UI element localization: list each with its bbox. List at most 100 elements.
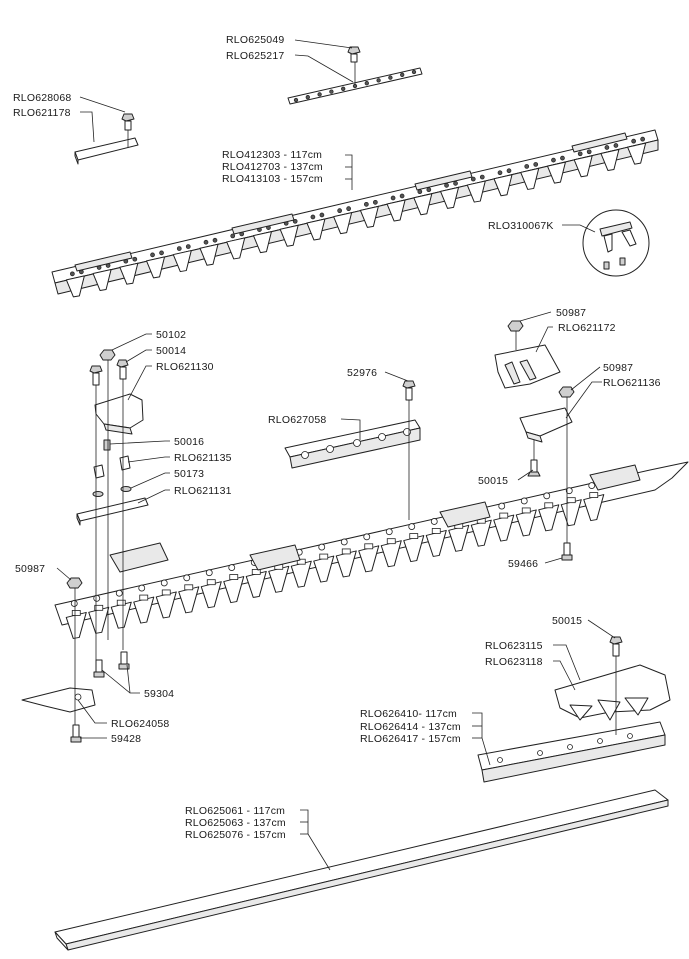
strip-hole (388, 75, 393, 80)
plate-rlo624058 (21, 687, 96, 713)
callout-50987-right: 50987 (603, 362, 633, 374)
knife-tooth (358, 545, 380, 573)
knife-hole (340, 538, 348, 546)
knife-slot (566, 497, 576, 504)
bolt-59428 (70, 724, 82, 743)
spacer-rlo621135 (93, 455, 131, 479)
knife-tooth (583, 494, 605, 522)
knife-slot (521, 507, 531, 514)
knife-hole (543, 492, 551, 500)
callout-rlo621131: RLO621131 (174, 485, 232, 497)
knife-tooth (493, 514, 515, 542)
guard-tooth (493, 174, 513, 197)
callout-rlo625217: RLO625217 (226, 50, 284, 62)
knife-tooth (403, 535, 425, 563)
guard-tooth (92, 269, 112, 292)
knife-tooth (380, 540, 402, 568)
guard-hole (70, 271, 75, 277)
guard-hole (533, 162, 539, 167)
strip-hole (364, 81, 369, 86)
knife-hole (115, 589, 123, 597)
knife-tooth (538, 504, 560, 532)
guard-tooth (146, 256, 166, 279)
guard-hole (577, 151, 583, 157)
nut-50102 (99, 349, 116, 361)
knife-slot (409, 533, 419, 539)
guard-tooth (440, 186, 460, 209)
strip-rlo625217 (287, 67, 423, 105)
knife-slot (386, 538, 396, 545)
knife-slot (116, 599, 126, 606)
callout-rlo625061: RLO625061 - 117cm (185, 805, 285, 817)
guard-hole (560, 155, 565, 161)
callout-50987-top: 50987 (556, 307, 586, 319)
knife-hole (318, 543, 326, 551)
guard-hole (444, 183, 449, 188)
guard-hole (212, 237, 218, 243)
nut-50987-right (558, 386, 575, 398)
assembly-axes (74, 62, 617, 735)
guard-tooth (65, 275, 85, 298)
strip-hole (305, 95, 310, 100)
knife-tooth (268, 565, 290, 593)
callout-rlo623118: RLO623118 (485, 656, 543, 668)
bar-rlo625061 (54, 789, 669, 951)
nut-50987-left (66, 577, 83, 589)
knife-hole (565, 487, 573, 495)
knife-slot (229, 574, 239, 580)
guard-hole (203, 239, 209, 245)
knife-slot (184, 584, 194, 591)
spacer-50016 (103, 439, 111, 451)
guard-tooth (306, 218, 326, 241)
guard-hole (185, 244, 191, 249)
knife-tooth (155, 591, 177, 619)
strip-hole (317, 92, 322, 97)
guard-tooth (600, 148, 620, 171)
knife-slot (319, 553, 329, 560)
knife-slot (499, 512, 509, 519)
callout-50173: 50173 (174, 468, 204, 480)
knife-tooth (515, 509, 537, 537)
guard-hole (479, 174, 485, 180)
callout-rlo626417: RLO626417 - 157cm (360, 733, 461, 745)
washer-50173 (92, 486, 132, 497)
knife-slot (544, 502, 554, 509)
knife-hole (138, 584, 146, 592)
guard-hole (631, 138, 636, 144)
strip-hole (329, 89, 334, 94)
plate-rlo621136 (519, 407, 573, 443)
nut-50987-top (507, 320, 524, 332)
bar-rlo626410 (477, 721, 666, 783)
callout-rlo412703: RLO412703 - 137cm (222, 161, 323, 173)
callout-50016: 50016 (174, 436, 204, 448)
guard-hole (230, 233, 236, 239)
guard-hole (497, 170, 503, 176)
knife-slot (71, 610, 81, 616)
callout-rlo625076: RLO625076 - 157cm (185, 829, 286, 841)
callout-rlo624058: RLO624058 (111, 718, 169, 730)
knife-tooth (448, 524, 470, 552)
knife-hole (228, 564, 236, 571)
callout-50102: 50102 (156, 329, 186, 341)
plate-rlo621178 (74, 137, 139, 165)
knife-slot (296, 558, 306, 565)
guard-hole (426, 187, 432, 193)
guard-hole (453, 181, 458, 186)
knife-tooth (560, 499, 582, 527)
callout-rlo621135: RLO621135 (174, 452, 232, 464)
bolt-52976 (402, 380, 416, 401)
callout-rlo626414: RLO626414 - 137cm (360, 721, 461, 733)
callout-rlo621178: RLO621178 (13, 107, 71, 119)
guard-bar (51, 129, 659, 298)
callout-rlo413103: RLO413103 - 157cm (222, 173, 323, 185)
bolt-50014 (89, 359, 129, 386)
knife-slot (251, 569, 261, 575)
strip-hole (400, 72, 405, 77)
bolts-59304 (93, 651, 130, 678)
guard-hole (132, 256, 138, 262)
guard-tooth (520, 167, 540, 190)
callout-rlo628068: RLO628068 (13, 92, 71, 104)
callout-50014: 50014 (156, 345, 186, 357)
knife-slot (431, 528, 441, 534)
knife-hole (93, 594, 101, 602)
